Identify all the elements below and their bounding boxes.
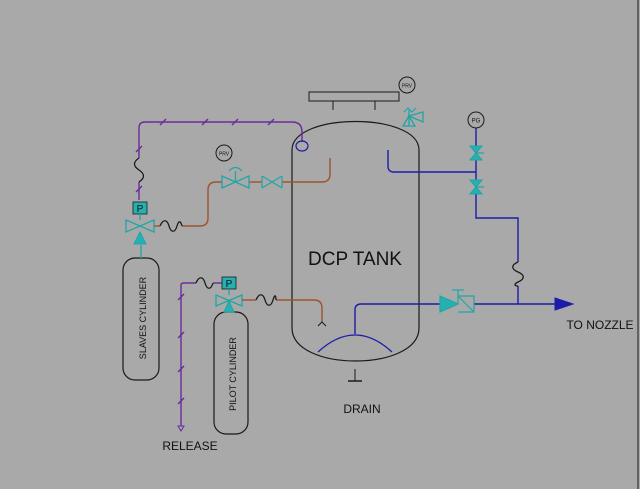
- tank-label: DCP TANK: [308, 249, 402, 270]
- check-valve-icon: [439, 289, 475, 313]
- slaves-cylinder-label: SLAVES CYLINDER: [138, 276, 148, 359]
- pressure-gauge-icon: PG: [467, 111, 485, 129]
- prv-top-indicator: PRV: [398, 76, 416, 94]
- slave-p-label: P: [137, 204, 144, 215]
- flexible-hose-icon: [255, 294, 277, 306]
- drain-label: DRAIN: [343, 402, 380, 416]
- pg-circle: [467, 111, 485, 129]
- flexible-hose-icon: [512, 261, 524, 287]
- pressure-regulator-icon: P: [215, 276, 243, 313]
- relief-valve-icon: [401, 107, 424, 127]
- orange-pilot-line: [242, 299, 323, 322]
- tank-inlet-nozzle: [295, 140, 309, 152]
- blue-lines: [354, 128, 555, 334]
- check-valve-icon: [261, 175, 283, 189]
- pilot-inlet-icon: [317, 321, 327, 327]
- purple-line-ticks: [135, 118, 275, 405]
- prv-mid-circle: [215, 144, 233, 162]
- prv-top-circle: [398, 76, 416, 94]
- prv-mid-indicator: PRV: [215, 144, 233, 162]
- flexible-hose-icon: [133, 157, 145, 183]
- pressure-regulator-icon: P: [125, 201, 155, 245]
- release-arrow-icon: [177, 425, 185, 432]
- discharge-siphon-bell: [317, 334, 393, 353]
- pilot-cylinder: PILOT CYLINDER: [213, 311, 249, 435]
- flexible-hose-icon: [159, 220, 183, 232]
- purple-actuation-line: [138, 121, 303, 420]
- flow-arrow-icon: [554, 297, 575, 311]
- gate-valve-icon: [221, 166, 250, 190]
- flexible-hose-icon: [195, 277, 214, 289]
- pilot-p-label: P: [226, 279, 233, 290]
- gate-valve-icon: [468, 145, 484, 161]
- release-label: RELEASE: [162, 439, 217, 453]
- orange-pressure-line: [154, 158, 331, 227]
- prv-mid-label: PRV: [219, 152, 230, 158]
- to-nozzle-label: TO NOZZLE: [566, 318, 633, 332]
- prv-top-label: PRV: [402, 84, 413, 90]
- pilot-cylinder-label: PILOT CYLINDER: [228, 337, 238, 411]
- slaves-cylinder: SLAVES CYLINDER: [122, 245, 160, 381]
- pg-label: PG: [472, 119, 481, 125]
- tank-flange: [308, 91, 400, 102]
- gate-valve-icon: [468, 179, 484, 195]
